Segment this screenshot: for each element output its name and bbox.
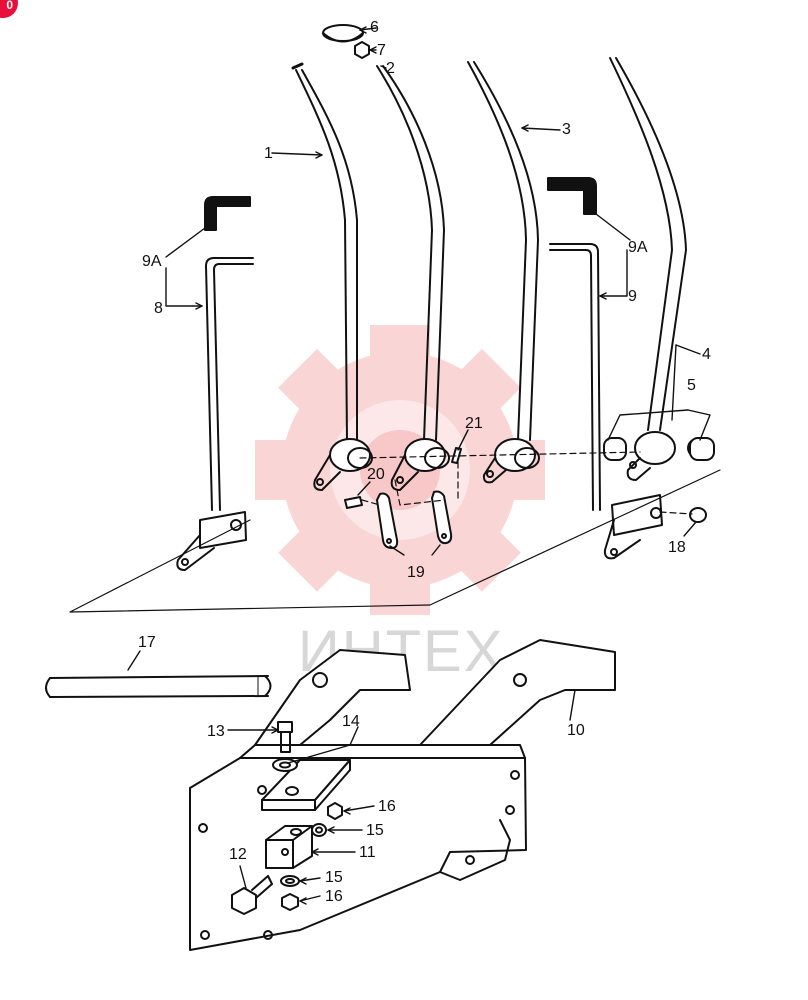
label-12: 12	[229, 846, 247, 863]
label-13: 13	[207, 723, 225, 740]
label-17: 17	[138, 634, 156, 651]
rod-9	[549, 243, 663, 560]
clip-18	[689, 507, 707, 523]
spacer-5-right	[689, 437, 715, 461]
label-1: 1	[264, 145, 273, 162]
leader-lines	[127, 26, 711, 905]
label-15-upper: 15	[366, 822, 384, 839]
grip-9a-left	[204, 196, 251, 231]
label-9a-left: 9A	[142, 253, 162, 270]
pin-20	[344, 496, 363, 509]
washer-15-lower	[280, 875, 300, 887]
lever-1	[291, 62, 373, 491]
nut-16-lower	[281, 893, 299, 911]
label-8: 8	[154, 300, 163, 317]
shaft-17	[45, 675, 272, 698]
cotter-21	[451, 447, 462, 464]
plate-14	[261, 759, 351, 811]
label-14: 14	[342, 713, 360, 730]
nut-16-upper	[327, 802, 343, 820]
corner-badge: 0	[0, 0, 18, 18]
label-4: 4	[702, 346, 711, 363]
label-16-upper: 16	[378, 798, 396, 815]
label-3: 3	[562, 121, 571, 138]
bolt-12	[231, 875, 273, 915]
lever-2	[376, 65, 450, 491]
bracket-10	[189, 639, 616, 951]
label-16-lower: 16	[325, 888, 343, 905]
label-19: 19	[407, 564, 425, 581]
label-15-lower: 15	[325, 869, 343, 886]
label-5: 5	[687, 377, 696, 394]
label-20: 20	[367, 466, 385, 483]
rod-8	[176, 257, 254, 571]
washer-15-upper	[311, 823, 327, 837]
label-9: 9	[628, 288, 637, 305]
nut-7	[354, 41, 370, 59]
leader-lines-thin	[69, 469, 721, 613]
spacer-5-left	[603, 437, 627, 461]
block-11	[265, 825, 313, 869]
grip-9a-right	[547, 177, 597, 215]
label-18: 18	[668, 539, 686, 556]
label-10: 10	[567, 722, 585, 739]
label-11: 11	[359, 844, 376, 861]
links-19	[376, 490, 453, 549]
label-21: 21	[465, 415, 483, 432]
lever-4	[604, 57, 713, 481]
label-6: 6	[370, 19, 379, 36]
alignment-lines	[359, 451, 693, 515]
label-7: 7	[377, 42, 386, 59]
knob-6	[322, 24, 364, 43]
label-2: 2	[386, 60, 395, 77]
label-9a-right: 9A	[628, 239, 648, 256]
